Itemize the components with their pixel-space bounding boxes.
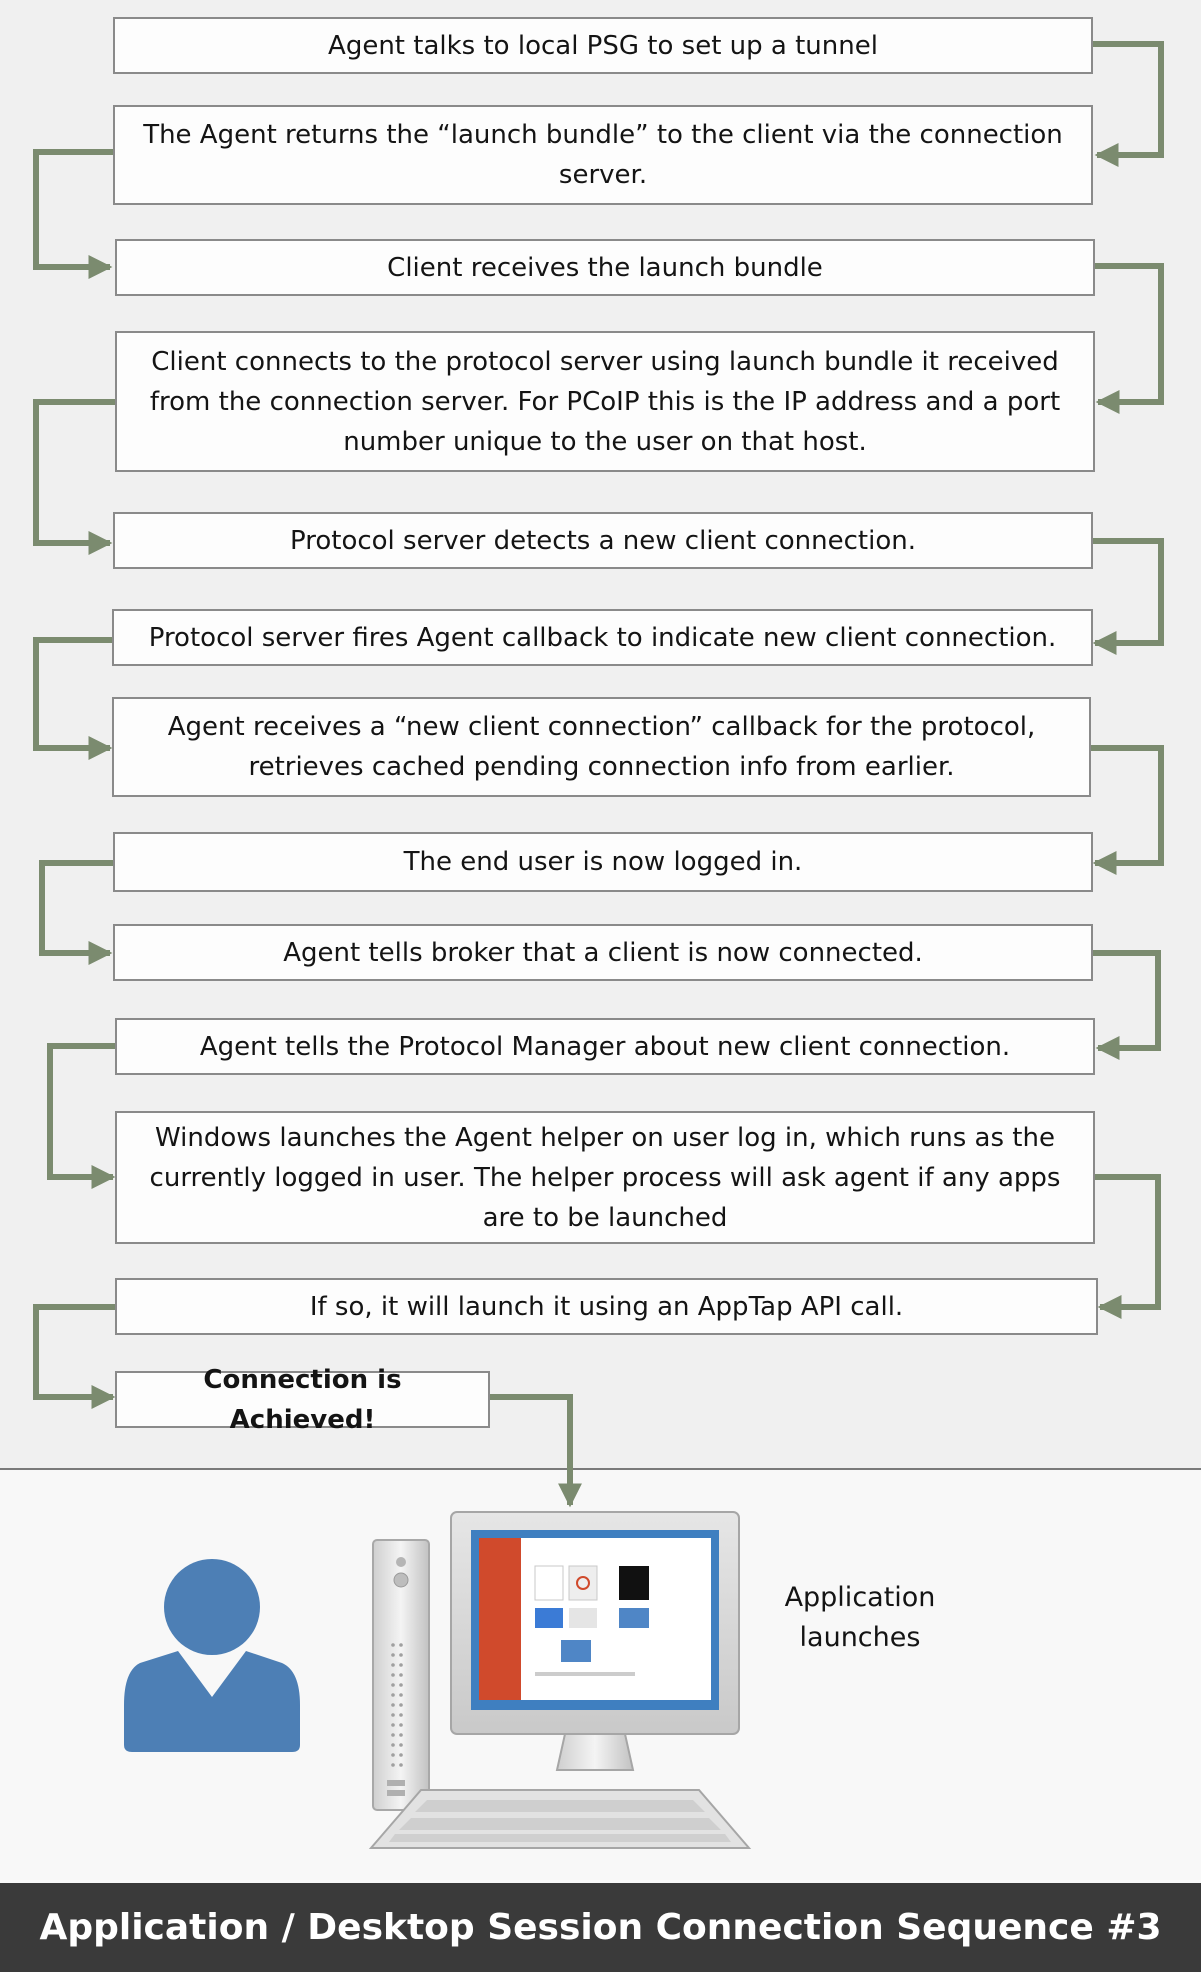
connector-arrow bbox=[33, 149, 113, 279]
step-2: The Agent returns the “launch bundle” to… bbox=[113, 105, 1093, 205]
step-6: Protocol server fires Agent callback to … bbox=[112, 609, 1093, 666]
step-13-connection-achieved: Connection is Achieved! bbox=[115, 1365, 490, 1435]
connector-arrow bbox=[33, 637, 113, 760]
user-icon bbox=[124, 1559, 300, 1752]
step-3: Client receives the launch bundle bbox=[115, 239, 1095, 296]
step-7: Agent receives a “new client connection”… bbox=[112, 697, 1091, 797]
connector-arrow bbox=[33, 1304, 116, 1409]
connector-arrow bbox=[39, 860, 113, 965]
step-12: If so, it will launch it using an AppTap… bbox=[115, 1278, 1098, 1335]
step-5: Protocol server detects a new client con… bbox=[113, 512, 1093, 569]
connector-arrow bbox=[1093, 950, 1161, 1060]
connector-arrow bbox=[1095, 263, 1164, 414]
step-11: Windows launches the Agent helper on use… bbox=[115, 1111, 1095, 1244]
connector-arrow bbox=[1091, 745, 1164, 875]
page-footer: Application / Desktop Session Connection… bbox=[0, 1883, 1201, 1972]
step-8: The end user is now logged in. bbox=[113, 832, 1093, 892]
connector-arrow bbox=[1095, 1174, 1161, 1319]
connector-arrow bbox=[47, 1043, 116, 1189]
connector-arrow bbox=[490, 1394, 582, 1508]
step-10: Agent tells the Protocol Manager about n… bbox=[115, 1018, 1095, 1075]
desktop-computer-icon bbox=[368, 1511, 752, 1849]
keyboard bbox=[368, 1789, 752, 1849]
step-9: Agent tells broker that a client is now … bbox=[113, 924, 1093, 981]
connector-arrow bbox=[33, 399, 115, 555]
computer-monitor bbox=[450, 1511, 740, 1771]
connector-arrow bbox=[1092, 538, 1164, 655]
connector-arrow bbox=[1093, 41, 1164, 167]
computer-tower bbox=[372, 1539, 430, 1811]
footer-title: Application / Desktop Session Connection… bbox=[39, 1907, 1162, 1948]
step-1: Agent talks to local PSG to set up a tun… bbox=[113, 17, 1093, 74]
step-4: Client connects to the protocol server u… bbox=[115, 331, 1095, 472]
application-launches-caption: Application launches bbox=[784, 1582, 936, 1653]
